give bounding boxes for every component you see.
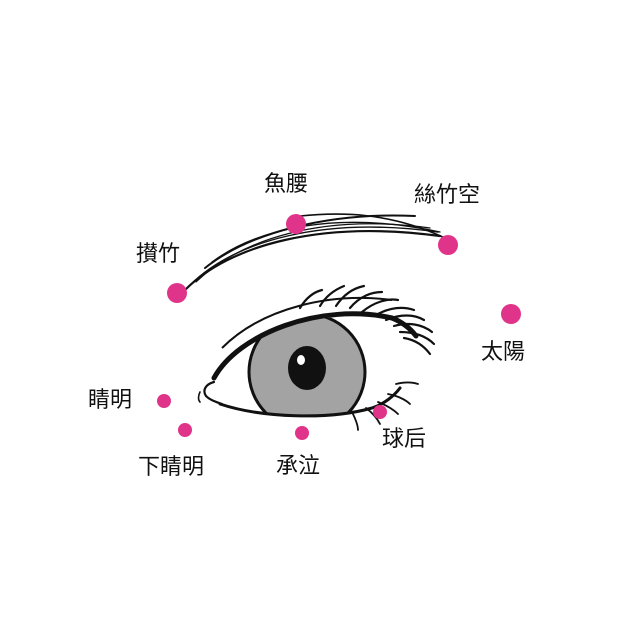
- upper-eyelid: [211, 311, 419, 381]
- point-kaseimei: [178, 423, 192, 437]
- point-shichikuku: [438, 235, 458, 255]
- eyebrow: [183, 213, 446, 292]
- pupil: [288, 346, 326, 390]
- point-kyugo: [373, 405, 387, 419]
- upper-lid-crease: [221, 297, 393, 349]
- label-kyugo: 球后: [382, 427, 427, 452]
- label-shokyu: 承泣: [276, 454, 321, 479]
- point-sanchiku: [167, 283, 187, 303]
- pupil-highlight: [297, 355, 305, 365]
- point-taiyo: [501, 304, 521, 324]
- point-seimei: [157, 394, 171, 408]
- label-sanchiku: 攅竹: [136, 242, 181, 267]
- lower-eyelid: [218, 386, 402, 418]
- label-shichikuku: 絲竹空: [414, 183, 481, 208]
- inner-eye-corner: [203, 380, 224, 406]
- label-taiyo: 太陽: [481, 340, 526, 365]
- label-gyoyo: 魚腰: [264, 172, 309, 197]
- label-kaseimei: 下睛明: [138, 455, 205, 480]
- acupoint-markers: [157, 214, 521, 440]
- label-seimei: 睛明: [88, 388, 133, 413]
- upper-eyelashes: [298, 284, 436, 356]
- point-shokyu: [295, 426, 309, 440]
- point-gyoyo: [286, 214, 306, 234]
